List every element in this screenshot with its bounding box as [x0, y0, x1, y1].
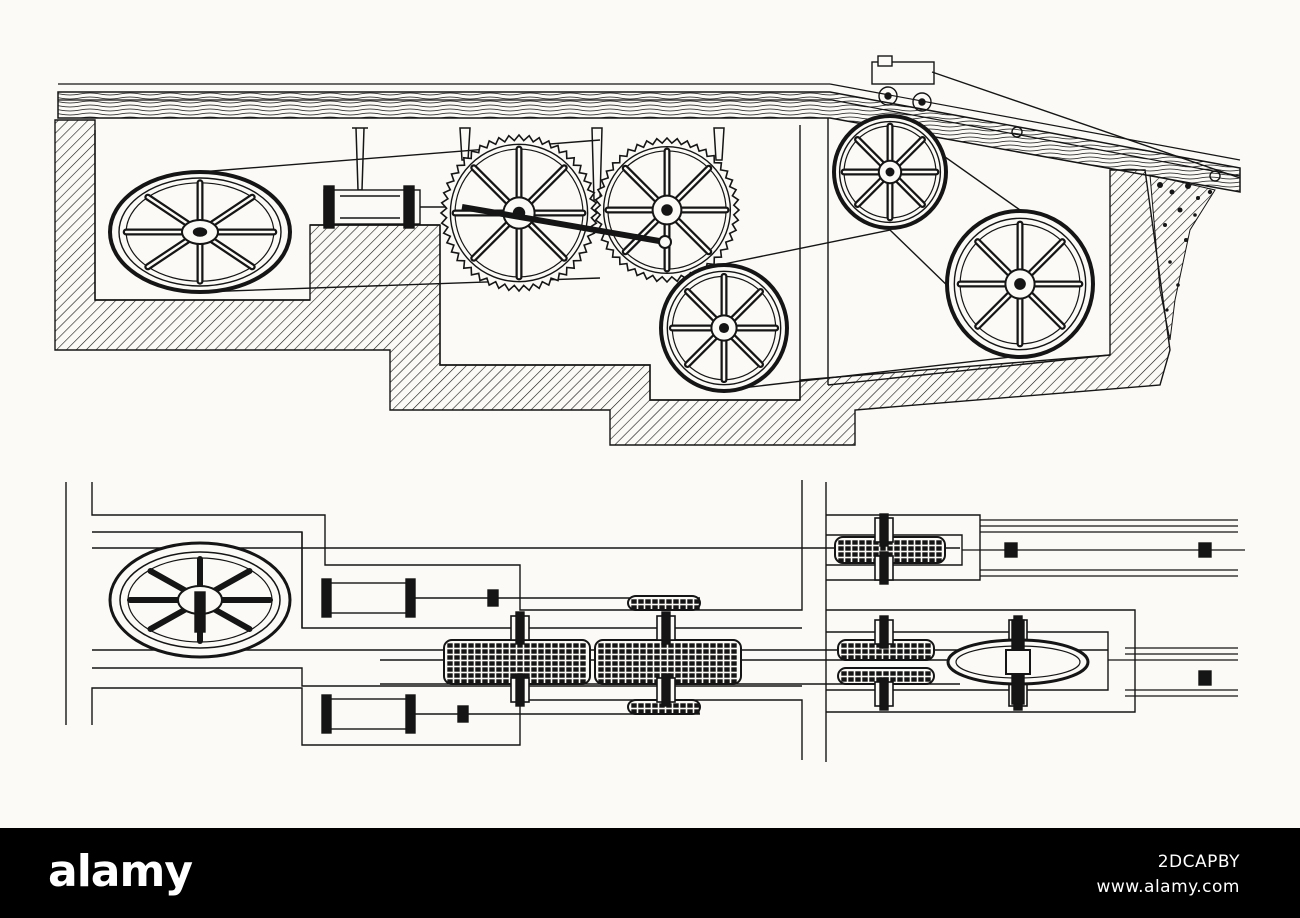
steam-cylinder: [323, 185, 520, 229]
third-pit-outline: [799, 118, 1111, 400]
second-pit-outline: [439, 225, 800, 401]
plan-gear-stack-right: [594, 639, 742, 685]
plan-annex-gear: [946, 619, 1090, 705]
stock-photo-banner: alamy 2DCAPBY www.alamy.com: [0, 828, 1300, 918]
plan-view: [65, 480, 1245, 762]
plan-pinion-upper: [627, 595, 701, 611]
plan-building-outline: [91, 480, 803, 611]
brand-logo: alamy: [48, 846, 193, 897]
bearing-block: [510, 611, 530, 645]
rock-rubble: [1149, 174, 1216, 341]
bearing-block: [874, 551, 894, 585]
bearing-block: [874, 615, 894, 649]
site-url-label: www.alamy.com: [1096, 877, 1240, 897]
plan-cylinder-upper: [321, 578, 700, 618]
elevation-view: [54, 55, 1241, 446]
masonry-foundation: [54, 119, 1171, 446]
plan-right-annex: [826, 514, 1136, 713]
bearing-block: [874, 513, 894, 547]
lower-pulley-wheel: [659, 263, 789, 393]
plan-gear-annex-b: [837, 667, 935, 685]
large-spur-gear-left: [439, 133, 599, 293]
bearing-block: [656, 611, 676, 645]
image-id-label: 2DCAPBY: [1157, 852, 1240, 872]
first-pit-outline: [94, 130, 310, 301]
plan-lower-outline: [91, 687, 803, 760]
connecting-rod: [461, 204, 666, 245]
flywheel: [108, 170, 292, 294]
plan-cylinder-lower: [321, 694, 700, 734]
bearing-block: [656, 673, 676, 707]
machinery-engraving: [54, 55, 1245, 762]
plan-gear-stacks: [443, 513, 1028, 715]
bearing-block: [874, 677, 894, 711]
winch-carriage: [871, 55, 1241, 182]
bearing-block: [510, 673, 530, 707]
large-rope-pulley: [945, 209, 1095, 359]
plan-rail-fittings: [1004, 542, 1212, 686]
plan-gear-upper-annex: [834, 536, 946, 564]
upper-rope-pulley: [832, 114, 948, 230]
plan-flywheel: [108, 541, 292, 659]
timber-deck: [57, 91, 1241, 193]
